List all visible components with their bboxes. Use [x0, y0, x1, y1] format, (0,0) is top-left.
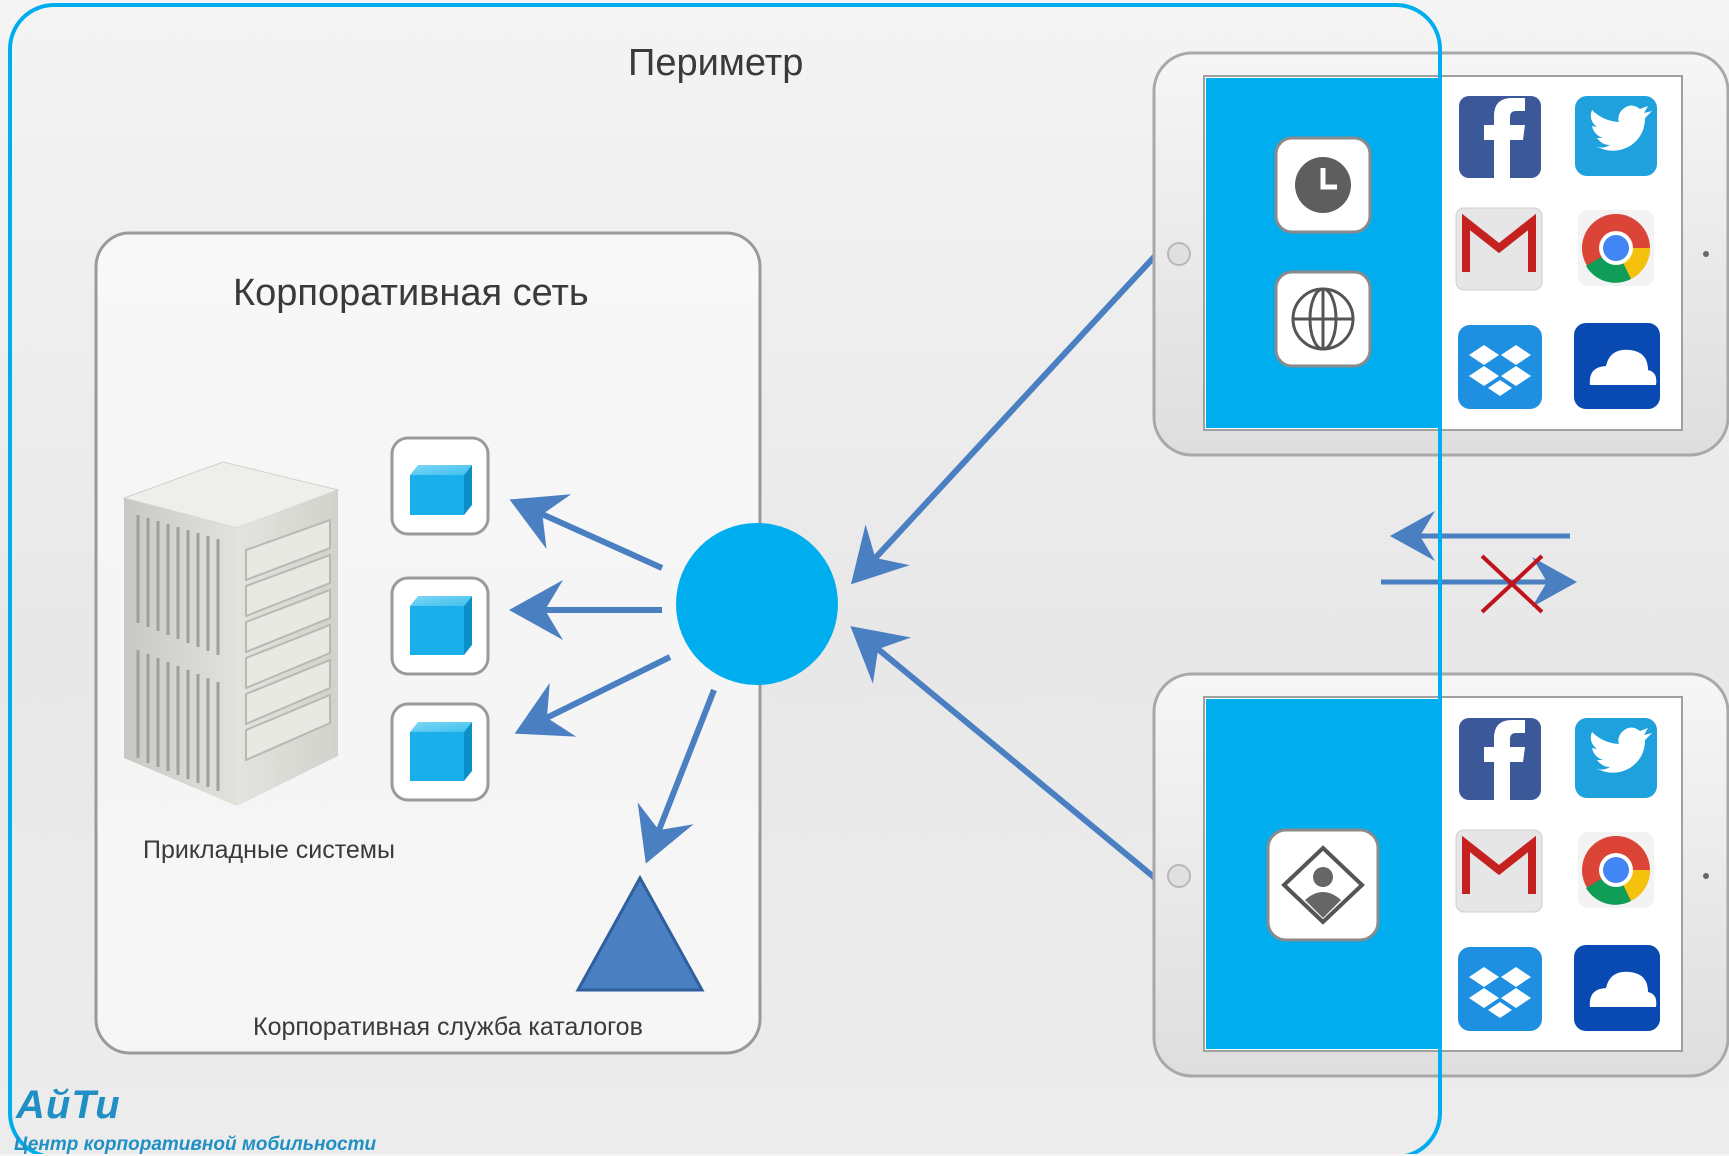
- arrow-hub-to-module-3: [514, 654, 672, 737]
- globe-icon[interactable]: [1274, 270, 1372, 368]
- clock-icon[interactable]: [1274, 136, 1372, 234]
- application-module-icon: [390, 576, 490, 676]
- application-module-icon: [390, 436, 490, 536]
- brand-logo: АйТи: [16, 1083, 121, 1127]
- application-module-icon: [390, 702, 490, 802]
- twitter-icon[interactable]: [1575, 718, 1657, 798]
- secure-container: [1206, 78, 1442, 428]
- corporate-network-title: Корпоративная сеть: [233, 272, 589, 314]
- twitter-icon[interactable]: [1575, 96, 1657, 176]
- facebook-icon[interactable]: [1459, 96, 1541, 178]
- onedrive-icon[interactable]: [1574, 323, 1660, 409]
- dropbox-icon[interactable]: [1458, 325, 1542, 409]
- chrome-icon[interactable]: [1578, 210, 1654, 286]
- directory-service-label: Корпоративная служба каталогов: [253, 1013, 643, 1041]
- dropbox-icon[interactable]: [1458, 947, 1542, 1031]
- brand-tagline: Центр корпоративной мобильности: [14, 1134, 377, 1155]
- facebook-icon[interactable]: [1459, 718, 1541, 800]
- gmail-icon[interactable]: [1455, 207, 1543, 291]
- application-systems-label: Прикладные системы: [143, 836, 395, 864]
- identity-icon[interactable]: [1266, 828, 1380, 942]
- arrow-tablet2-to-hub: [850, 626, 1157, 881]
- perimeter-frame: [8, 3, 1442, 1154]
- onedrive-icon[interactable]: [1574, 945, 1660, 1031]
- gateway-hub: [676, 523, 838, 685]
- gmail-icon[interactable]: [1455, 829, 1543, 913]
- arrow-hub-to-module-1: [509, 494, 664, 571]
- arrow-tablet1-to-hub: [850, 253, 1158, 585]
- directory-service-icon: [575, 874, 705, 992]
- perimeter-title: Периметр: [628, 42, 804, 84]
- arrow-hub-to-directory: [637, 688, 717, 864]
- blocked-cross-icon: [1480, 554, 1544, 614]
- server-rack-icon: [122, 461, 340, 806]
- chrome-icon[interactable]: [1578, 832, 1654, 908]
